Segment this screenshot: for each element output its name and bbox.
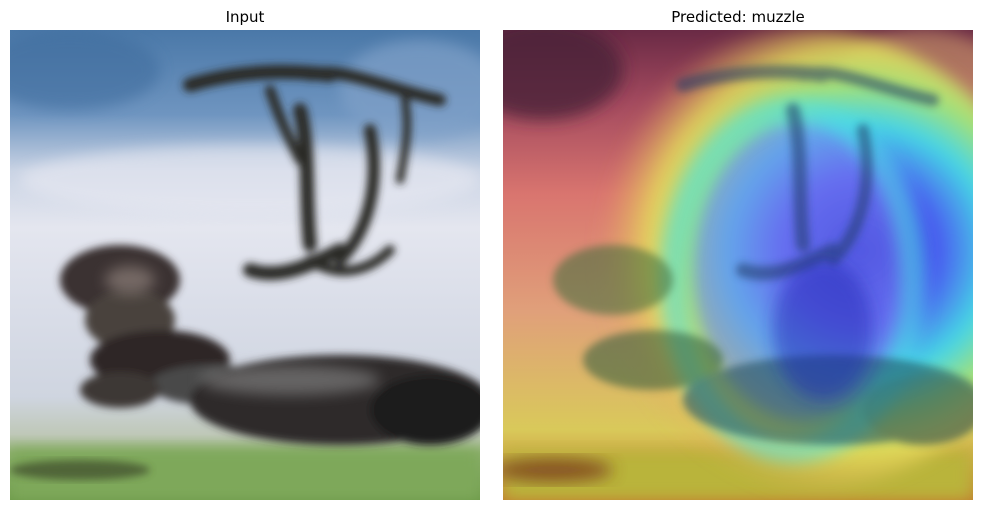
input-image-svg — [10, 30, 480, 500]
prediction-heatmap-image — [503, 30, 973, 500]
prediction-panel-title: Predicted: muzzle — [671, 8, 805, 26]
input-image — [10, 30, 480, 500]
input-panel-title: Input — [225, 8, 265, 26]
prediction-heatmap-svg — [503, 30, 973, 500]
